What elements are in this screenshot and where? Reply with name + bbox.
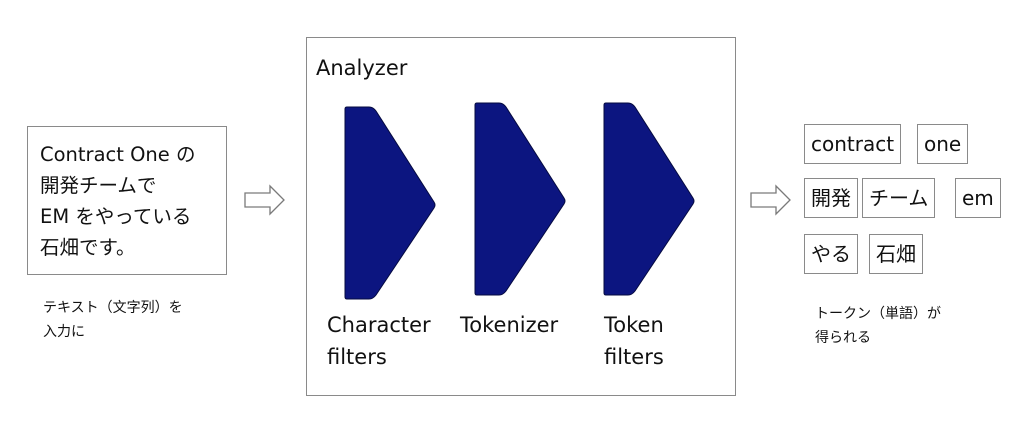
stage-label-character-filters: Character filters xyxy=(327,313,431,369)
analyzer-title: Analyzer xyxy=(316,56,408,80)
character-filters-shape xyxy=(344,106,436,300)
token-item: チーム xyxy=(862,178,936,218)
flow-arrow-icon xyxy=(750,184,791,216)
token-item: 開発 xyxy=(804,178,858,218)
token-filters-shape xyxy=(603,102,695,296)
stage-label-tokenizer: Tokenizer xyxy=(460,313,559,337)
stage-label-token-filters: Token filters xyxy=(604,313,664,369)
token-item: one xyxy=(917,124,969,164)
token-item: em xyxy=(955,178,1001,218)
output-caption: トークン（単語）が 得られる xyxy=(815,306,941,346)
token-item: やる xyxy=(804,234,858,274)
tokenizer-shape xyxy=(474,102,566,296)
input-text-box: Contract One の 開発チームで EM をやっている 石畑です。 xyxy=(27,126,227,275)
flow-arrow-icon xyxy=(244,184,285,216)
token-item: contract xyxy=(804,124,902,164)
input-caption: テキスト（文字列）を 入力に xyxy=(43,300,183,340)
token-item: 石畑 xyxy=(869,234,923,274)
